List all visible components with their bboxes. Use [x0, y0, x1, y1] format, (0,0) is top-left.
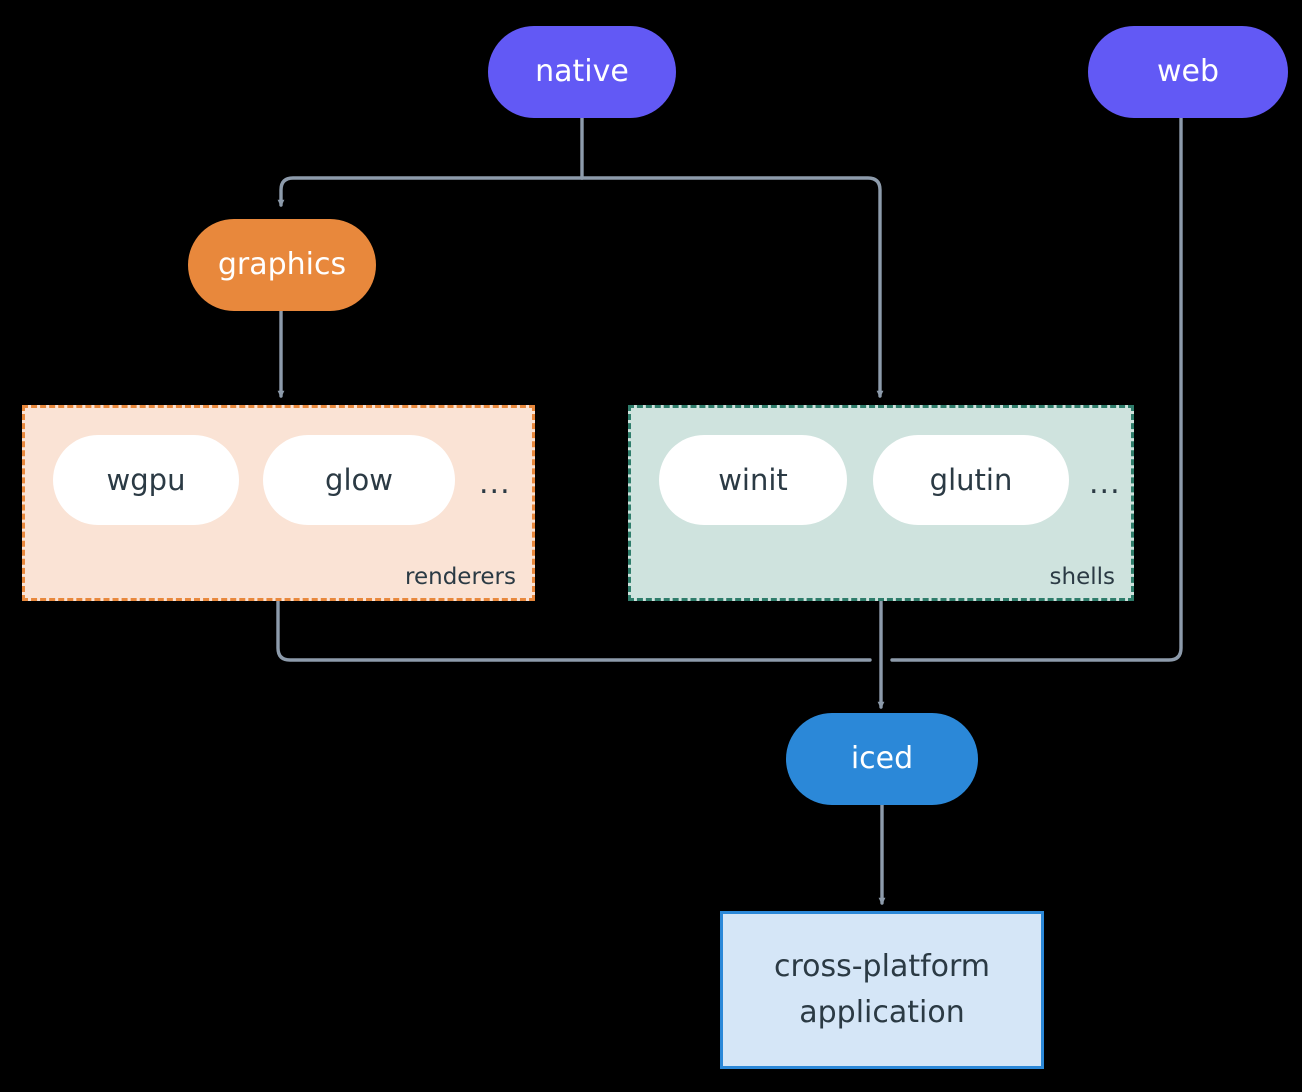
node-native[interactable]: native [488, 26, 676, 118]
shells-more-ellipsis: ... [1089, 466, 1121, 501]
node-glutin[interactable]: glutin [873, 435, 1069, 525]
node-iced[interactable]: iced [786, 713, 978, 805]
node-winit[interactable]: winit [659, 435, 847, 525]
node-application-line1: cross-platform [773, 948, 991, 984]
node-glow-label: glow [325, 462, 393, 497]
group-renderers: wgpu glow ... renderers [22, 405, 535, 601]
group-renderers-label: renderers [405, 564, 516, 590]
edge-native-to-graphics [277, 176, 584, 208]
node-glow[interactable]: glow [263, 435, 455, 525]
edge-renderers-to-iced [276, 599, 872, 662]
node-native-label: native [535, 54, 629, 90]
node-application-line2: application [799, 995, 965, 1030]
renderers-more-ellipsis: ... [479, 466, 511, 501]
node-web[interactable]: web [1088, 26, 1288, 118]
node-glutin-label: glutin [929, 462, 1013, 497]
node-iced-label: iced [850, 741, 914, 777]
node-web-label: web [1156, 54, 1220, 90]
group-shells-label: shells [1049, 564, 1115, 590]
node-graphics[interactable]: graphics [188, 219, 376, 311]
node-application[interactable]: cross-platform application [720, 911, 1044, 1069]
edge-native-to-shells [580, 176, 884, 399]
node-winit-label: winit [718, 462, 788, 497]
node-wgpu[interactable]: wgpu [53, 435, 239, 525]
node-graphics-label: graphics [217, 247, 347, 283]
node-wgpu-label: wgpu [106, 462, 186, 497]
group-shells: winit glutin ... shells [628, 405, 1134, 601]
